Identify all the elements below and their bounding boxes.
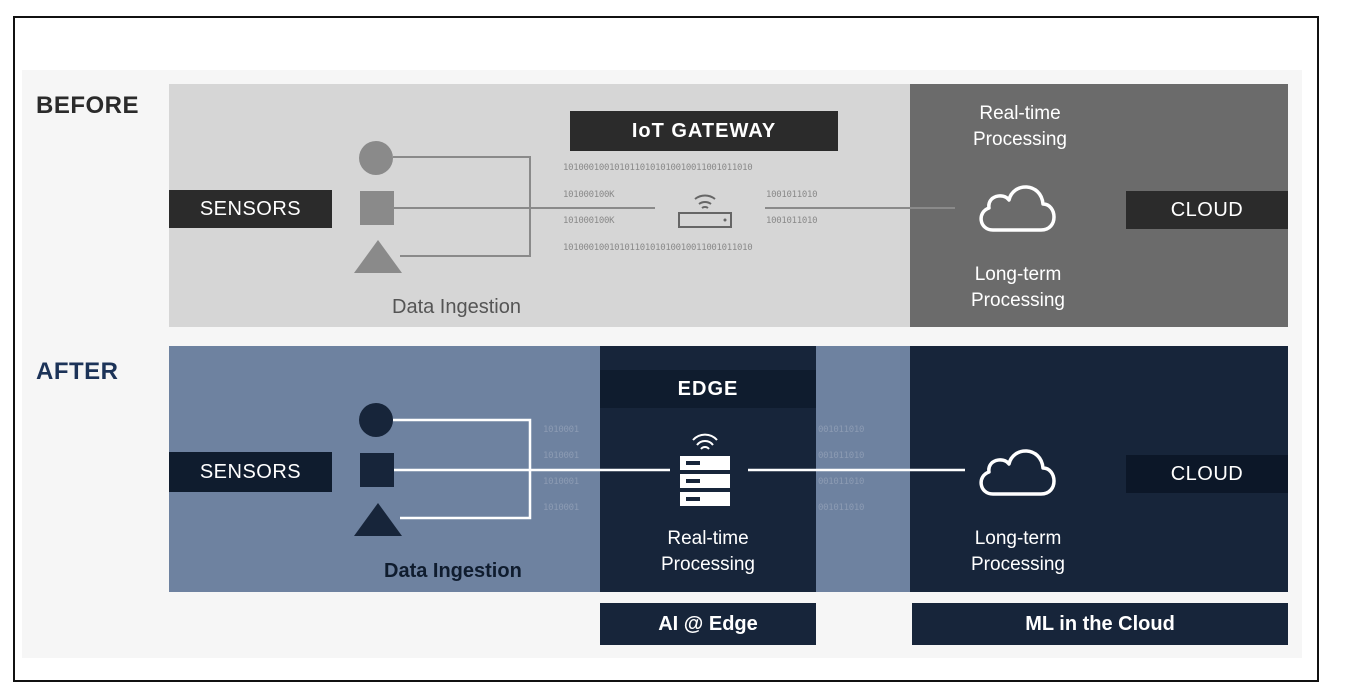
before-longterm-line1: Long-term [974,264,1062,285]
iot-gateway-label: IoT GATEWAY [570,111,838,151]
after-binary-right-3: 001011010 [818,477,865,487]
square-sensor-icon [360,191,394,225]
after-binary-left-2: 1010001 [543,451,579,461]
after-binary-left-1: 1010001 [543,425,579,435]
before-longterm-line2: Processing [971,290,1065,311]
binary-row-2-right: 1001011010 [766,190,818,200]
before-longterm-label: Long-term Processing [918,262,1118,314]
before-cloud-box: CLOUD [1126,191,1288,229]
binary-row-4: 1010001001010110101010010011001011010 [563,243,753,253]
circle-sensor-icon [359,403,393,437]
cloud-icon [979,185,1056,232]
after-longterm-line1: Long-term [974,528,1062,549]
after-realtime-line2: Processing [661,554,755,575]
triangle-sensor-icon [354,240,402,273]
after-binary-right-1: 001011010 [818,425,865,435]
after-realtime-line1: Real-time [667,528,749,549]
binary-row-3-right: 1001011010 [766,216,818,226]
after-longterm-label: Long-term Processing [918,526,1118,578]
after-binary-left-3: 1010001 [543,477,579,487]
before-sensors-box: SENSORS [169,190,332,228]
edge-label: EDGE [600,370,816,408]
after-cloud-box: CLOUD [1126,455,1288,493]
router-icon [678,194,732,228]
triangle-sensor-icon [354,503,402,536]
after-sensors-box: SENSORS [169,452,332,492]
before-realtime-line1: Real-time [979,103,1061,124]
ai-edge-label: AI @ Edge [600,603,816,645]
after-longterm-line2: Processing [971,554,1065,575]
binary-row-3-left: 101000100K [563,216,615,226]
server-stack-icon [680,433,730,506]
before-realtime-label: Real-time Processing [920,101,1120,153]
after-ingestion-label: Data Ingestion [384,560,522,582]
binary-row-1: 1010001001010110101010010011001011010 [563,163,753,173]
binary-row-2-left: 101000100K [563,190,615,200]
square-sensor-icon [360,453,394,487]
ml-cloud-label: ML in the Cloud [912,603,1288,645]
after-binary-right-4: 001011010 [818,503,865,513]
after-binary-left-4: 1010001 [543,503,579,513]
before-heading: BEFORE [36,92,140,119]
after-heading: AFTER [36,358,119,385]
circle-sensor-icon [359,141,393,175]
after-realtime-label: Real-time Processing [608,526,808,578]
cloud-icon [979,449,1056,496]
before-ingestion-label: Data Ingestion [392,296,521,318]
before-realtime-line2: Processing [973,129,1067,150]
after-binary-right-2: 001011010 [818,451,865,461]
